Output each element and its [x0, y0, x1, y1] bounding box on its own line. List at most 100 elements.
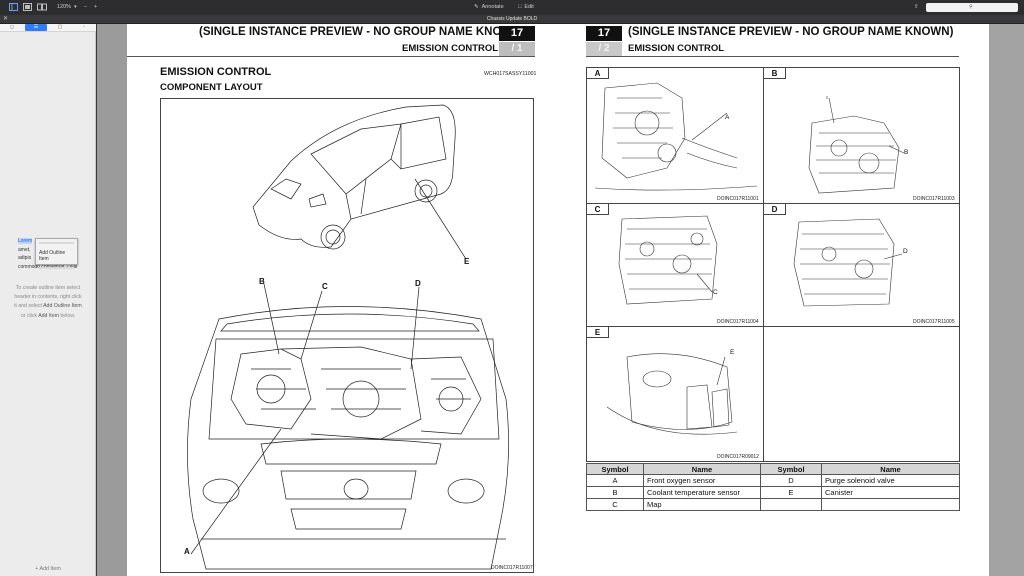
hint-line: or click Add Item below.: [20, 312, 76, 319]
legend-symbol: [760, 498, 822, 511]
legend-row: C Map: [586, 498, 960, 511]
page-number: 17: [586, 26, 622, 41]
sidebar-toggle-icon[interactable]: [6, 2, 21, 12]
legend-name: Purge solenoid valve: [821, 474, 960, 487]
legend-symbol: B: [586, 486, 644, 499]
outline-item[interactable]: commodo consequat. Duis: [18, 263, 77, 270]
figure-cell-a: A A DOINC017R11001: [587, 68, 763, 203]
map-sensor-illustration: [618, 215, 718, 305]
page-number: 17: [499, 26, 535, 41]
legend-name: Coolant temperature sensor: [643, 486, 761, 499]
callout-d: D: [903, 248, 908, 255]
search-icon: ⚲: [969, 4, 973, 10]
outline-item[interactable]: amet,: [18, 246, 31, 253]
figure-code: DOINC017R11007: [491, 565, 533, 571]
figure-cell-c: C C DOINC017R11004: [587, 204, 763, 326]
share-icon[interactable]: ⇧: [914, 4, 919, 10]
scrollbar[interactable]: [989, 24, 1024, 576]
coolant-sensor-illustration: [808, 96, 905, 194]
page-header-title: (SINGLE INSTANCE PREVIEW - NO GROUP NAME…: [628, 26, 954, 38]
view-mode-icon[interactable]: [20, 2, 35, 12]
callout-c: C: [713, 289, 718, 296]
callout-b: B: [904, 149, 909, 156]
cell-label: A: [587, 68, 609, 79]
legend-symbol: A: [586, 474, 644, 487]
edit-button[interactable]: □ Edit: [515, 2, 537, 12]
tab-thumbnails[interactable]: ◻: [9, 24, 15, 30]
thumbnail-view-icon[interactable]: [34, 2, 50, 12]
legend-header: Name: [821, 463, 960, 475]
outline-item[interactable]: adipis: [18, 255, 32, 261]
callout-a: A: [725, 114, 730, 121]
annotate-button[interactable]: ✎ Annotate: [471, 2, 507, 12]
page-left: (SINGLE INSTANCE PREVIEW - NO GROUP NAME…: [127, 24, 556, 576]
legend-symbol: C: [586, 498, 644, 511]
hint-line: header in contents, right click: [14, 294, 82, 301]
page-header-sub: EMISSION CONTROL: [628, 43, 725, 54]
grid-divider: [587, 326, 959, 327]
subsection-title: COMPONENT LAYOUT: [160, 82, 263, 93]
tab-outline[interactable]: ☰: [25, 24, 47, 31]
sidebar-tabs: ◻ ☰ ▢ ▫: [0, 24, 96, 32]
zoom-value: 120%: [57, 4, 72, 10]
edit-label: Edit: [524, 4, 534, 10]
hint-add-item: Add Item: [38, 312, 59, 319]
menu-item-add-outline-item[interactable]: Add Outline Item: [39, 250, 66, 262]
add-item-button[interactable]: + Add Item: [0, 566, 96, 572]
purge-valve-illustration: [793, 218, 903, 307]
legend-name: [821, 498, 960, 511]
pen-icon: ✎: [474, 4, 479, 10]
toolbar: 120% ▾ − + ✎ Annotate □ Edit ⇧ ⚲: [0, 0, 1024, 15]
cell-code: DOINC017R11005: [913, 319, 955, 325]
sidebar-hint: To create outline item select header in …: [6, 284, 90, 321]
search-field[interactable]: ⚲: [926, 3, 1018, 12]
callout-d: D: [415, 279, 421, 288]
cell-label: C: [587, 204, 609, 215]
cell-code: DOINC017R11001: [717, 196, 759, 202]
grid-divider: [587, 203, 959, 204]
tab-bookmarks[interactable]: ▢: [57, 24, 63, 30]
zoom-in-button[interactable]: +: [94, 4, 98, 10]
front-oxygen-sensor-illustration: [594, 82, 758, 191]
window-title: Chassis Update BOLD: [486, 16, 538, 22]
cell-code: DOINC017R11004: [717, 319, 759, 325]
document-area: (SINGLE INSTANCE PREVIEW - NO GROUP NAME…: [97, 24, 1024, 576]
legend-name: Front oxygen sensor: [643, 474, 761, 487]
cell-label: D: [764, 204, 786, 215]
zoom-out-button[interactable]: −: [84, 4, 88, 10]
legend-name: Map: [643, 498, 761, 511]
legend-symbol: E: [760, 486, 822, 499]
plus-icon: +: [35, 566, 39, 572]
cell-label: E: [587, 327, 609, 338]
context-menu: Add Outline Item: [35, 238, 78, 269]
component-layout-figure: E B C D A DOINC017R11007: [160, 98, 534, 573]
legend-name: Canister: [821, 486, 960, 499]
cell-code: DOINC017R09012: [717, 454, 759, 460]
callout-a: A: [184, 547, 190, 556]
hint-line: it and select Add Outline Item: [14, 303, 82, 310]
page-right: 17 (SINGLE INSTANCE PREVIEW - NO GROUP N…: [556, 24, 989, 576]
legend-header: Name: [643, 463, 761, 475]
tab-annotations[interactable]: ▫: [83, 24, 85, 30]
header-rule: [586, 56, 959, 57]
menu-divider: [39, 267, 74, 269]
page-subnumber: / 1: [499, 42, 535, 56]
menu-divider: [39, 242, 74, 244]
chevron-down-icon: ▾: [74, 4, 77, 10]
legend-table: Symbol Name Symbol Name A Front oxygen s…: [586, 463, 960, 511]
page-header-title: (SINGLE INSTANCE PREVIEW - NO GROUP NAME…: [199, 26, 525, 38]
outline-list: Lorem amet, adipis commodo consequat. Du…: [18, 237, 77, 271]
add-item-label: Add Item: [39, 566, 61, 572]
sidebar: ◻ ☰ ▢ ▫ Lorem amet, adipis commodo conse…: [0, 24, 96, 576]
page-subnumber: / 2: [586, 42, 622, 56]
grid-divider: [763, 68, 764, 461]
outline-item[interactable]: Lorem: [18, 238, 33, 244]
callout-e: E: [464, 257, 470, 266]
search-input[interactable]: [928, 3, 1006, 12]
window-title-bar: ✕ Chassis Update BOLD: [0, 15, 1024, 24]
figure-grid: A A DOINC017R11001 B: [586, 67, 960, 462]
zoom-dropdown[interactable]: 120% ▾: [54, 2, 80, 12]
close-icon[interactable]: ✕: [3, 16, 9, 22]
hint-add-outline-item: Add Outline Item: [43, 303, 82, 310]
hint-line: To create outline item select: [15, 285, 81, 291]
